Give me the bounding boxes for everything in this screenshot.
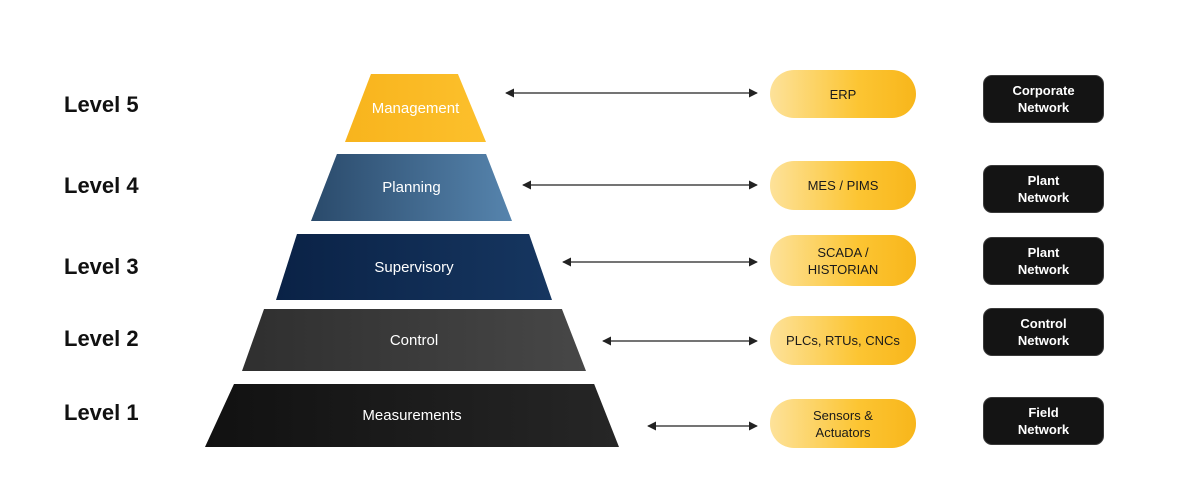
tier-supervisory: Supervisory [276, 234, 552, 300]
level-2-label: Level 2 [64, 326, 139, 351]
tier-planning: Planning [311, 154, 512, 221]
system-mes-pims: MES / PIMS [770, 161, 916, 210]
system-erp: ERP [770, 70, 916, 118]
system-sensors-actuators: Sensors & Actuators [770, 399, 916, 448]
network-corporate: Corporate Network [983, 75, 1104, 123]
network-field: Field Network [983, 397, 1104, 445]
tier-management: Management [345, 74, 486, 142]
network-control: Control Network [983, 308, 1104, 356]
level-4-label: Level 4 [64, 173, 139, 198]
tier-control: Control [242, 309, 586, 371]
system-plcs-rtus-cncs: PLCs, RTUs, CNCs [770, 316, 916, 365]
level-1-label: Level 1 [64, 400, 139, 425]
system-scada-historian: SCADA / HISTORIAN [770, 235, 916, 286]
tier-management-label: Management [371, 99, 460, 117]
network-plant-3: Plant Network [983, 237, 1104, 285]
level-5-label: Level 5 [64, 92, 139, 117]
tier-planning-label: Planning [382, 179, 441, 196]
tier-measurements-label: Measurements [362, 407, 462, 424]
level-3-label: Level 3 [64, 254, 139, 279]
network-plant-4: Plant Network [983, 165, 1104, 213]
tier-control-label: Control [389, 331, 439, 349]
tier-measurements: Measurements [205, 384, 619, 447]
tier-supervisory-label: Supervisory [374, 258, 454, 276]
